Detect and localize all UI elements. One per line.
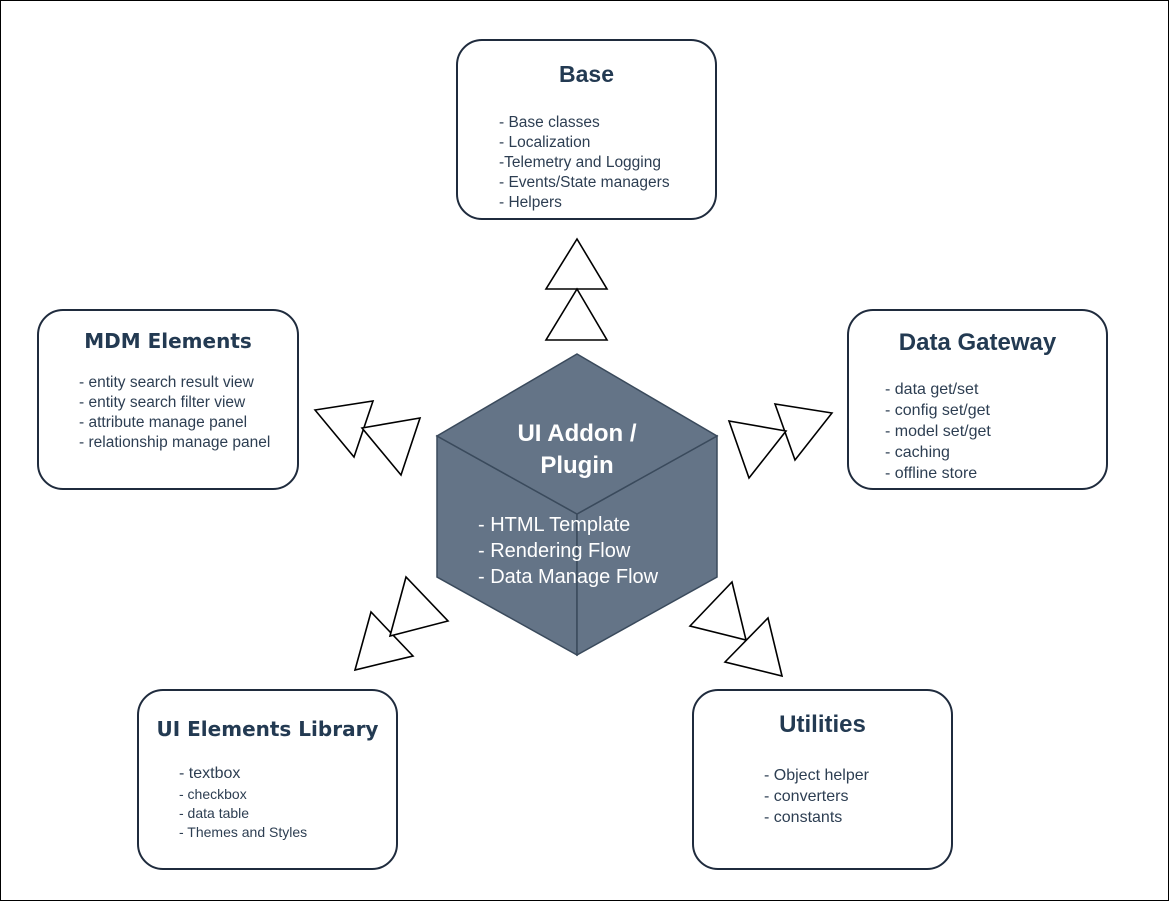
module-utilities: Utilities - Object helper - converters -… [692, 689, 953, 870]
list-item: - offline store [885, 465, 978, 482]
list-item: - caching [885, 444, 950, 461]
list-item: - Localization [499, 134, 591, 151]
list-item: - Base classes [499, 114, 600, 131]
list-item: - entity search filter view [79, 394, 246, 411]
list-item: - entity search result view [79, 374, 254, 391]
list-item: - data get/set [885, 381, 979, 398]
module-title: Base [559, 61, 614, 87]
list-item: - Events/State managers [499, 174, 670, 191]
module-item-list: - entity search result view - entity sea… [79, 373, 270, 453]
list-item: - textbox [179, 765, 241, 782]
module-item-list: - textbox - checkbox - data table - Them… [179, 763, 307, 842]
list-item: - attribute manage panel [79, 414, 248, 431]
cube-title-line2: Plugin [540, 452, 614, 479]
list-item: - Themes and Styles [179, 824, 308, 840]
list-item: - data table [179, 805, 250, 821]
cube-item-list: - HTML Template - Rendering Flow - Data … [478, 512, 658, 590]
list-item: - checkbox [179, 786, 247, 802]
module-title: Data Gateway [898, 329, 1057, 356]
module-title: MDM Elements [84, 329, 252, 353]
arrow-to-base-inner [544, 287, 609, 341]
module-data-gateway: Data Gateway - data get/set - config set… [847, 309, 1108, 490]
module-title: UI Elements Library [156, 717, 379, 741]
module-item-list: - Base classes - Localization -Telemetry… [499, 113, 670, 213]
cube-item: - Data Manage Flow [478, 566, 659, 588]
arrow-to-util-inner [688, 580, 748, 642]
list-item: - relationship manage panel [79, 434, 271, 451]
cube-item: - Rendering Flow [478, 540, 631, 562]
list-item: - constants [764, 809, 843, 826]
list-item: - config set/get [885, 402, 990, 419]
module-mdm-elements: MDM Elements - entity search result view… [37, 309, 299, 490]
module-ui-elements-library: UI Elements Library - textbox - checkbox… [137, 689, 398, 870]
arrow-to-util-outer [723, 616, 784, 678]
list-item: - converters [764, 788, 849, 805]
module-title: Utilities [779, 711, 866, 738]
list-item: - Helpers [499, 194, 562, 211]
list-item: - Object helper [764, 767, 869, 784]
arrow-to-mdm-inner [360, 416, 422, 477]
module-item-list: - data get/set - config set/get - model … [885, 379, 991, 484]
list-item: - model set/get [885, 423, 991, 440]
module-base: Base - Base classes - Localization -Tele… [456, 39, 717, 220]
cube-title: UI Addon / Plugin [477, 418, 677, 482]
arrow-to-gateway-inner [727, 419, 788, 480]
module-item-list: - Object helper - converters - constants [764, 765, 869, 828]
arrow-to-base-outer [544, 237, 609, 290]
arrow-to-ui-inner [388, 575, 450, 638]
cube-top-face [435, 353, 719, 515]
cube-shape [435, 353, 719, 657]
cube-title-line1: UI Addon / [517, 420, 637, 447]
list-item: -Telemetry and Logging [499, 154, 661, 171]
cube-item: - HTML Template [478, 514, 631, 536]
